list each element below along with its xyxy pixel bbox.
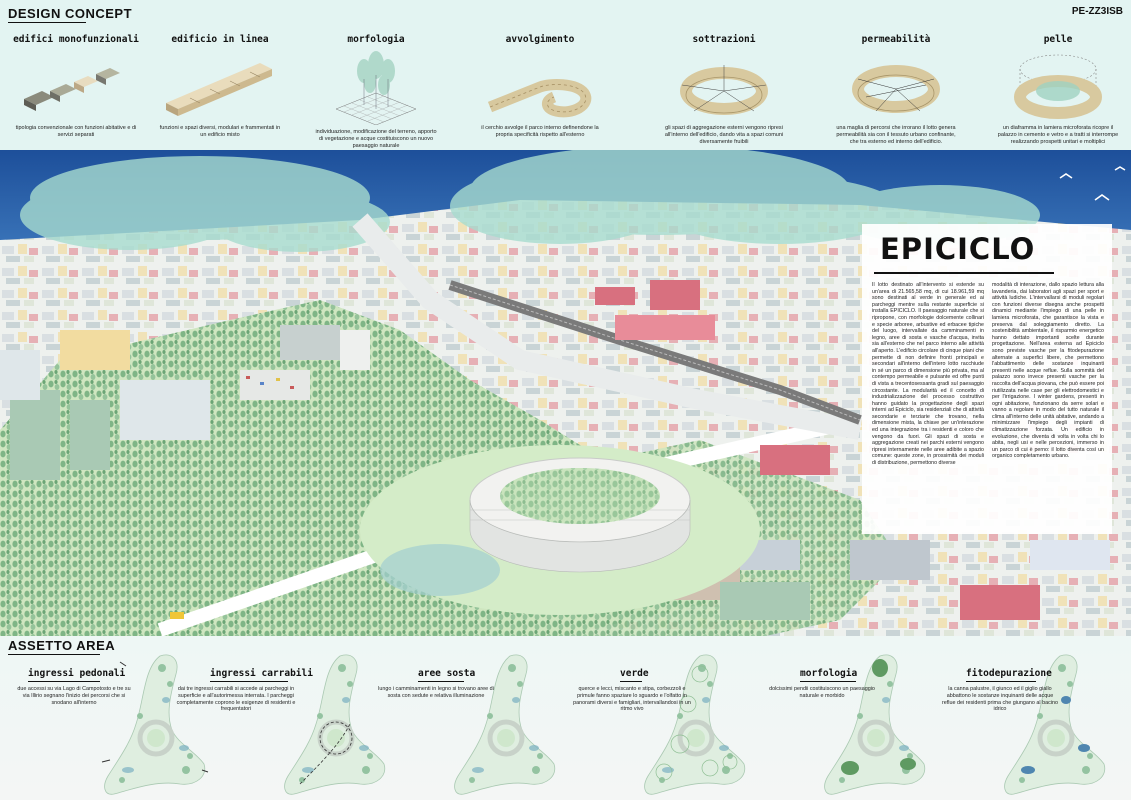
- plan-morphology: [825, 655, 925, 794]
- assetto-desc-vehicle: dai tre ingressi carrabili si accede ai …: [176, 686, 296, 713]
- assetto-title-green: verde: [620, 668, 649, 679]
- project-title: EPICICLO: [880, 232, 1036, 266]
- concept-title: permeabilità: [861, 34, 931, 45]
- text-column-right: modalità di interazione, dallo spazio le…: [992, 282, 1104, 460]
- concept-3: morfologia individuazione, modificazione…: [306, 34, 446, 150]
- skin-diagram: [1014, 54, 1102, 119]
- assetto-title-phyto: fitodepurazione: [966, 668, 1052, 679]
- concept-title: edificio in linea: [171, 34, 269, 45]
- plan-vehicle-entries: [285, 655, 385, 794]
- design-concept-band: [0, 0, 1131, 150]
- concept-2: edificio in linea funzioni e spazi diver…: [150, 34, 290, 139]
- concept-title: pelle: [1043, 34, 1073, 45]
- concept-4: avvolgimento il cerchio avvolge il parco…: [470, 34, 610, 139]
- text-column-left: Il lotto destinato all'intervento si est…: [872, 282, 984, 467]
- wrapping-diagram: [487, 79, 592, 118]
- concept-1: edifici monofunzionali tipologia convenz…: [6, 34, 146, 139]
- title-underline: [800, 681, 856, 682]
- title-underline: [418, 681, 464, 682]
- plan-pedestrian-entries: [101, 655, 209, 794]
- assetto-title-morphology: morfologia: [800, 668, 858, 679]
- monofunctional-blocks-diagram: [24, 68, 120, 111]
- concept-title: sottrazioni: [692, 34, 756, 45]
- morphology-diagram: [335, 51, 417, 125]
- section-title-design-concept: DESIGN CONCEPT: [8, 6, 133, 21]
- concept-desc: funzioni e spazi diversi, modulari e fra…: [159, 125, 281, 138]
- assetto-desc-morphology: dolcissimi pendii costituiscono un paesa…: [769, 686, 875, 699]
- assetto-title-pedestrian: ingressi pedonali: [28, 668, 126, 679]
- project-code: PE-ZZ3ISB: [1071, 6, 1123, 17]
- title-underline: [210, 681, 288, 682]
- concept-desc: individuazione, modificazione del terren…: [315, 129, 437, 149]
- title-underline: [966, 681, 1036, 682]
- concept-5: sottrazioni gli spazi di aggregazione es…: [654, 34, 794, 146]
- permeability-diagram: [852, 65, 940, 113]
- concept-6: permeabilità una maglia di percorsi che …: [826, 34, 966, 146]
- assetto-title-rest: aree sosta: [418, 668, 476, 679]
- assetto-desc-green: querce e lecci, miscanto e stipa, corbez…: [573, 686, 691, 713]
- concept-title: edifici monofunzionali: [13, 34, 139, 45]
- plan-greenery: [645, 655, 745, 794]
- concept-desc: un diaframma in lamiera microforata rico…: [997, 125, 1119, 145]
- concept-desc: tipologia convenzionale con funzioni abi…: [15, 125, 137, 138]
- title-underline: [620, 681, 642, 682]
- assetto-desc-pedestrian: due accessi su via Lago di Campotosto e …: [17, 686, 131, 706]
- assetto-desc-phyto: la canna palustre, il giunco ed il gigli…: [942, 686, 1058, 713]
- site-plan-diagrams: [101, 640, 1131, 800]
- title-underline: [28, 681, 100, 682]
- text-panel: [862, 224, 1112, 534]
- assetto-desc-rest: lungo i camminamenti in legno si trovano…: [378, 686, 494, 699]
- title-underline: [874, 272, 1054, 274]
- title-underline: [8, 654, 100, 655]
- plan-phytopurification: [1005, 655, 1105, 794]
- concept-title: morfologia: [347, 34, 405, 45]
- title-underline: [8, 22, 86, 23]
- concept-desc: gli spazi di aggregazione esterni vengon…: [664, 125, 784, 145]
- subtractions-diagram: [680, 65, 768, 115]
- section-title-assetto-area: ASSETTO AREA: [8, 638, 116, 653]
- linear-building-diagram: [166, 63, 272, 116]
- assetto-title-vehicle: ingressi carrabili: [210, 668, 313, 679]
- concept-desc: il cerchio avvolge il parco interno defi…: [481, 125, 599, 138]
- concept-7: pelle un diaframma in lamiera microforat…: [988, 34, 1128, 146]
- concept-desc: una maglia di percorsi che irrorano il l…: [836, 125, 956, 145]
- concept-title: avvolgimento: [505, 34, 575, 45]
